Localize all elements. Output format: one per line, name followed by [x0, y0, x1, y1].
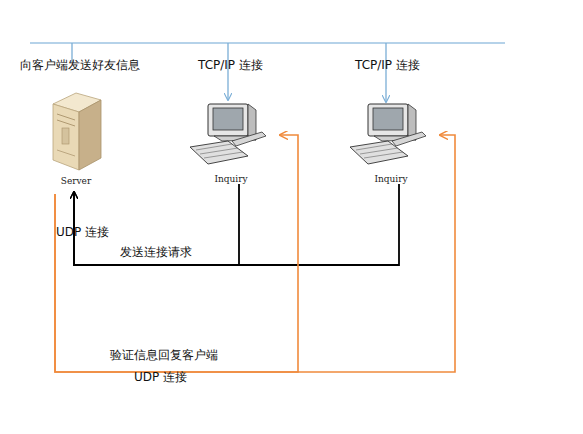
- connection-line: [55, 135, 455, 372]
- computer-icon: [350, 104, 426, 164]
- connector-layer: [55, 135, 455, 372]
- node-caption: Server: [45, 176, 107, 186]
- network-bus: [30, 42, 505, 43]
- node-caption: Inquiry: [345, 174, 437, 184]
- client-node: Inquiry: [185, 100, 277, 184]
- server-node: Server: [45, 88, 107, 186]
- edge-label: 发送连接请求: [120, 244, 192, 261]
- connection-note: 向客户端发送好友信息: [20, 57, 140, 74]
- connection-note: TCP/IP 连接: [198, 57, 263, 74]
- connection-line: [55, 135, 298, 372]
- bus-drop: [385, 43, 386, 102]
- connection-note: UDP 连接: [56, 224, 109, 241]
- node-caption: Inquiry: [185, 174, 277, 184]
- connection-line: [74, 184, 399, 265]
- connection-line: [74, 184, 239, 265]
- connection-note: UDP 连接: [134, 369, 187, 386]
- edge-label: 验证信息回复客户端: [110, 347, 218, 364]
- computer-icon: [190, 104, 266, 164]
- connection-note: TCP/IP 连接: [355, 57, 420, 74]
- server-icon: [53, 93, 101, 170]
- client-node: Inquiry: [345, 100, 437, 184]
